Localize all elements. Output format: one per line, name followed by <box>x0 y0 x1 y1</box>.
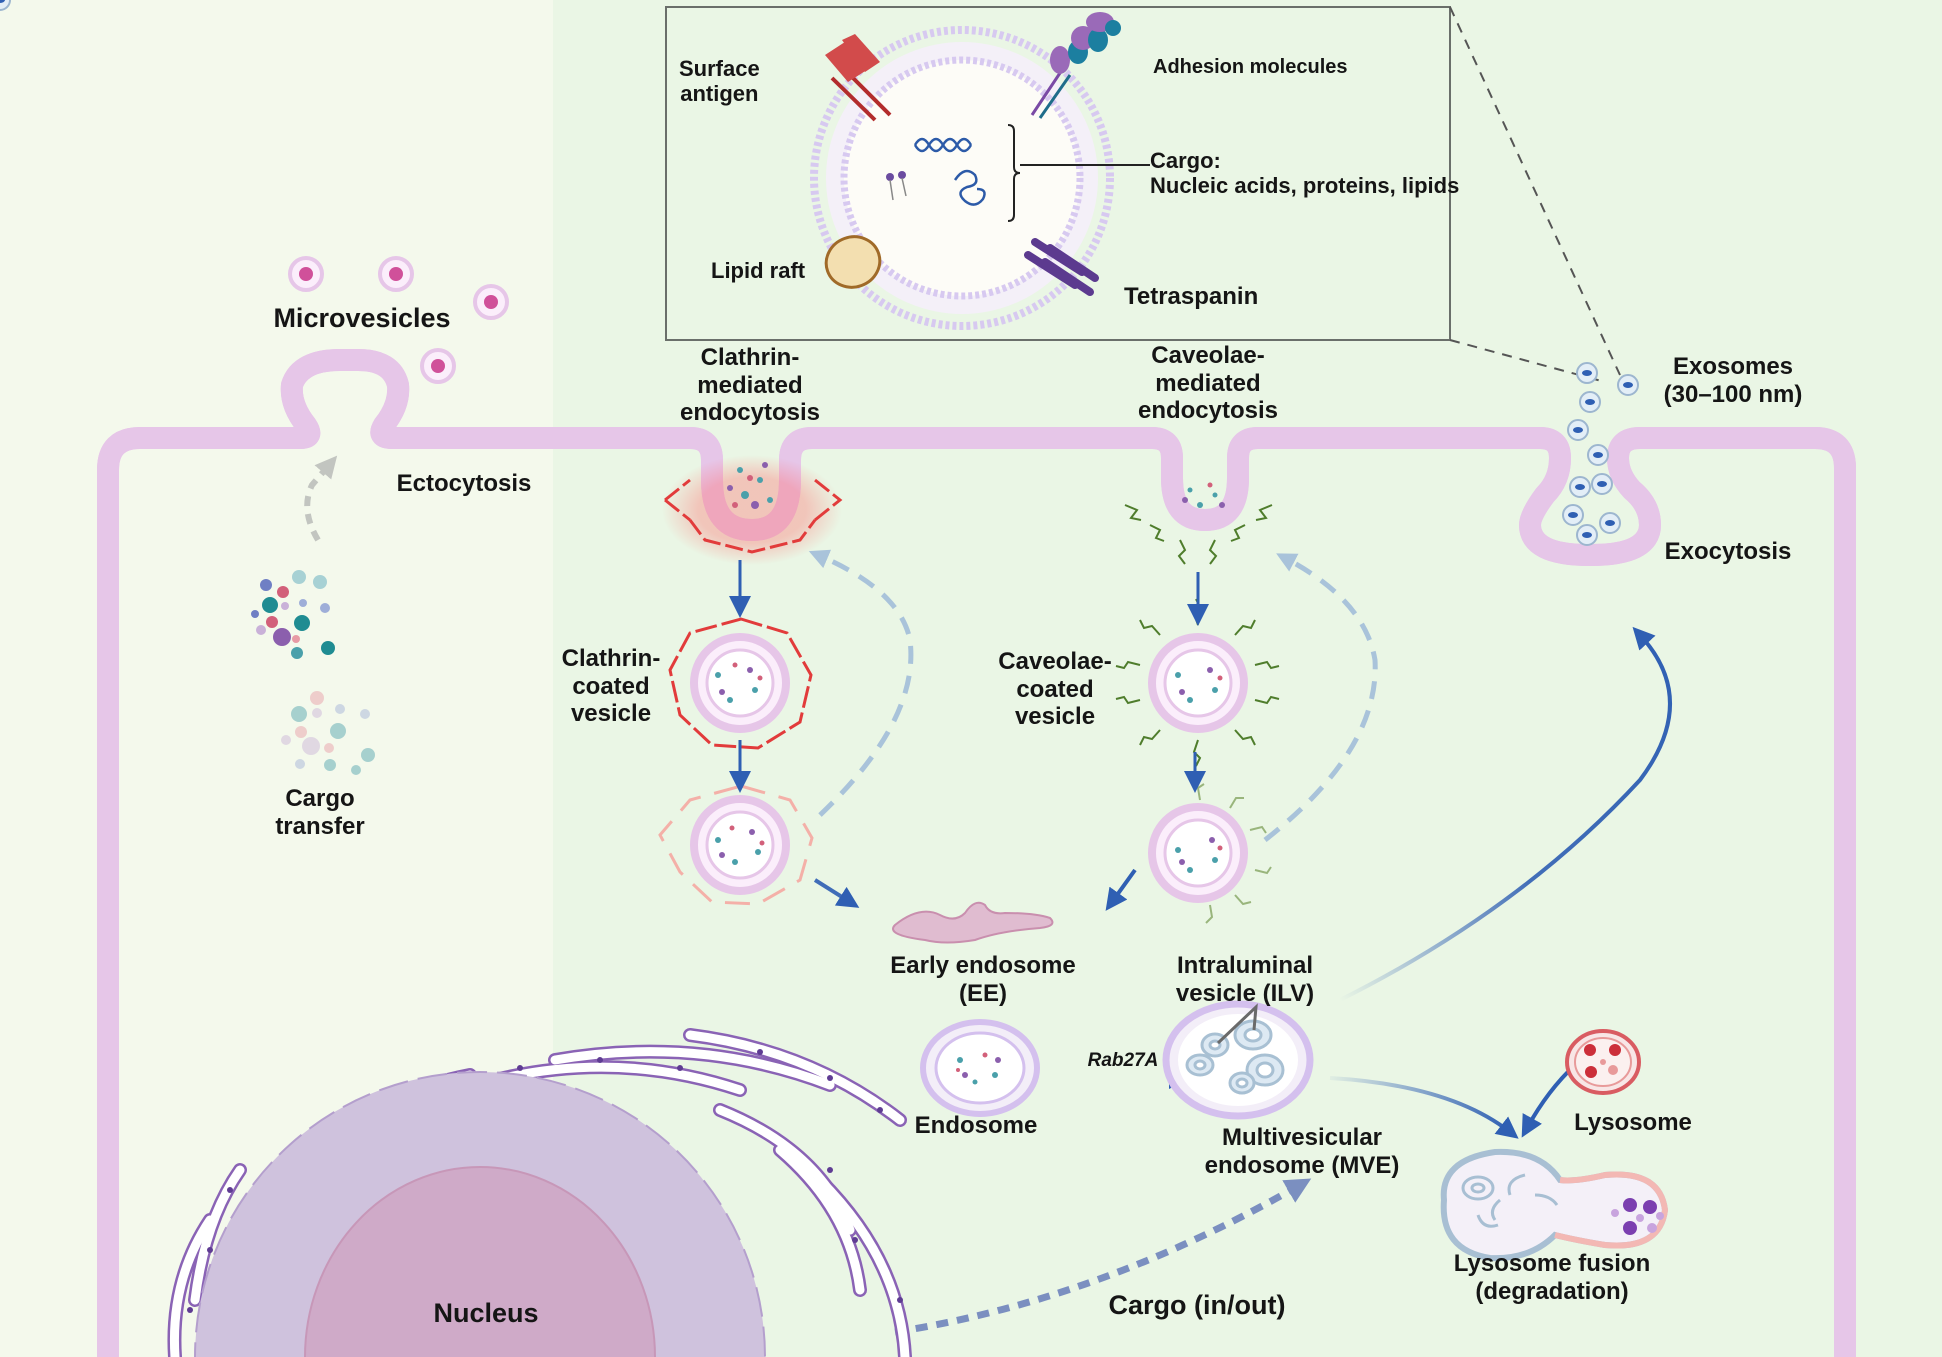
adhesion-molecule-icon <box>1030 12 1121 119</box>
inset-exosome <box>810 12 1150 330</box>
mve-to-fusion-arrow <box>1329 1076 1519 1139</box>
clathrin-recycling-arrow <box>808 549 914 817</box>
cargo-bracket <box>1007 124 1021 222</box>
label-cargo-in-out: Cargo (in/out) <box>1108 1290 1286 1320</box>
lysosome <box>1565 1029 1641 1095</box>
label-lipid-raft: Lipid raft <box>711 258 806 283</box>
caveolae-pit-cargo <box>1182 482 1225 508</box>
label-line: vesicle (ILV) <box>1175 979 1315 1007</box>
label-clathrin-coated-vesicle: Clathrin- coated vesicle <box>562 645 661 728</box>
label-cargo-transfer: Cargo transfer <box>275 785 364 840</box>
dna-icon <box>913 137 973 153</box>
ectocytosis-arrow <box>304 455 338 542</box>
label-line: antigen <box>680 81 759 107</box>
protein-icon <box>953 169 986 206</box>
label-line: Clathrin- <box>561 645 661 672</box>
label-line: transfer <box>275 812 365 840</box>
label-line: (30–100 nm) <box>1663 380 1803 408</box>
label-line: endocytosis <box>679 399 821 427</box>
label-line: (EE) <box>959 979 1007 1007</box>
tetraspanin-icon <box>1024 238 1099 296</box>
label-line: mediated <box>1155 369 1261 397</box>
label-line: Caveolae- <box>1151 342 1265 369</box>
uncoating-caveolae-vesicle <box>1148 783 1272 924</box>
lipid-raft-icon <box>824 235 882 289</box>
label-cargo: Cargo: Nucleic acids, proteins, lipids <box>1150 148 1459 199</box>
endosome <box>920 1019 1040 1117</box>
label-adhesion-molecules: Adhesion molecules <box>1153 56 1348 78</box>
exosome-inset-box <box>665 6 1621 383</box>
plasma-membrane <box>97 349 1856 1357</box>
label-line: Multivesicular <box>1221 1124 1383 1151</box>
label-line: endocytosis <box>1137 397 1279 425</box>
label-intraluminal-vesicle: Intraluminal vesicle (ILV) <box>1176 952 1314 1007</box>
label-line: Lysosome fusion <box>1453 1250 1651 1277</box>
label-line: Nucleic acids, proteins, lipids <box>1150 173 1460 199</box>
exocytosis-arrow <box>1339 626 1672 1002</box>
label-tetraspanin: Tetraspanin <box>1124 283 1259 310</box>
lipid-icon <box>886 171 907 201</box>
label-exocytosis: Exocytosis <box>1664 538 1792 565</box>
label-line: Exosomes <box>1672 353 1794 380</box>
label-microvesicles: Microvesicles <box>273 303 451 333</box>
label-endosome: Endosome <box>914 1112 1038 1139</box>
label-caveolae-coated-vesicle: Caveolae- coated vesicle <box>998 648 1111 731</box>
label-lysosome-fusion: Lysosome fusion (degradation) <box>1454 1250 1650 1305</box>
microvesicles <box>288 256 509 384</box>
label-exosomes: Exosomes (30–100 nm) <box>1664 353 1803 408</box>
label-line: (degradation) <box>1475 1277 1629 1305</box>
label-line: vesicle <box>1014 703 1096 731</box>
cargo-transfer-particles <box>251 570 375 775</box>
label-caveolae-mediated-endocytosis: Caveolae- mediated endocytosis <box>1138 342 1278 425</box>
label-rab27a: Rab27A <box>1087 1050 1159 1071</box>
uncoating-clathrin-vesicle <box>658 784 814 906</box>
label-line: Surface <box>679 56 760 81</box>
label-line: Cargo: <box>1150 148 1221 173</box>
multivesicular-endosome <box>1162 1000 1314 1120</box>
cargo-in-out-arrow <box>894 1178 1312 1336</box>
label-line: Cargo <box>285 785 355 812</box>
lysosome-fusion <box>1440 1148 1669 1262</box>
label-surface-antigen: Surface antigen <box>679 56 760 107</box>
label-line: coated <box>1016 675 1094 703</box>
label-lysosome: Lysosome <box>1574 1109 1692 1136</box>
label-clathrin-mediated-endocytosis: Clathrin- mediated endocytosis <box>680 344 820 427</box>
exosomes-released <box>0 0 1639 546</box>
nucleus-and-er <box>167 1028 912 1357</box>
pathway-arrows <box>729 560 1209 911</box>
label-line: coated <box>572 672 650 700</box>
clathrin-coated-vesicle <box>668 617 813 750</box>
label-line: Early endosome <box>890 952 1076 979</box>
caveolae-pit <box>1124 504 1273 565</box>
label-line: vesicle <box>570 700 652 728</box>
label-line: endosome (MVE) <box>1204 1151 1400 1179</box>
label-line: Caveolae- <box>998 648 1112 675</box>
label-line: mediated <box>697 371 803 399</box>
label-nucleus: Nucleus <box>433 1298 539 1328</box>
caveolae-coated-vesicle <box>1115 598 1280 767</box>
label-multivesicular-endosome: Multivesicular endosome (MVE) <box>1205 1124 1400 1179</box>
clathrin-pit <box>662 455 843 565</box>
label-early-endosome: Early endosome (EE) <box>890 952 1075 1007</box>
surface-antigen-icon <box>825 34 892 122</box>
caveolae-recycling-arrow <box>1263 553 1378 842</box>
early-endosome-shape <box>892 901 1054 944</box>
label-line: Clathrin- <box>700 344 800 371</box>
label-line: Intraluminal <box>1176 952 1314 979</box>
label-ectocytosis: Ectocytosis <box>396 470 532 497</box>
